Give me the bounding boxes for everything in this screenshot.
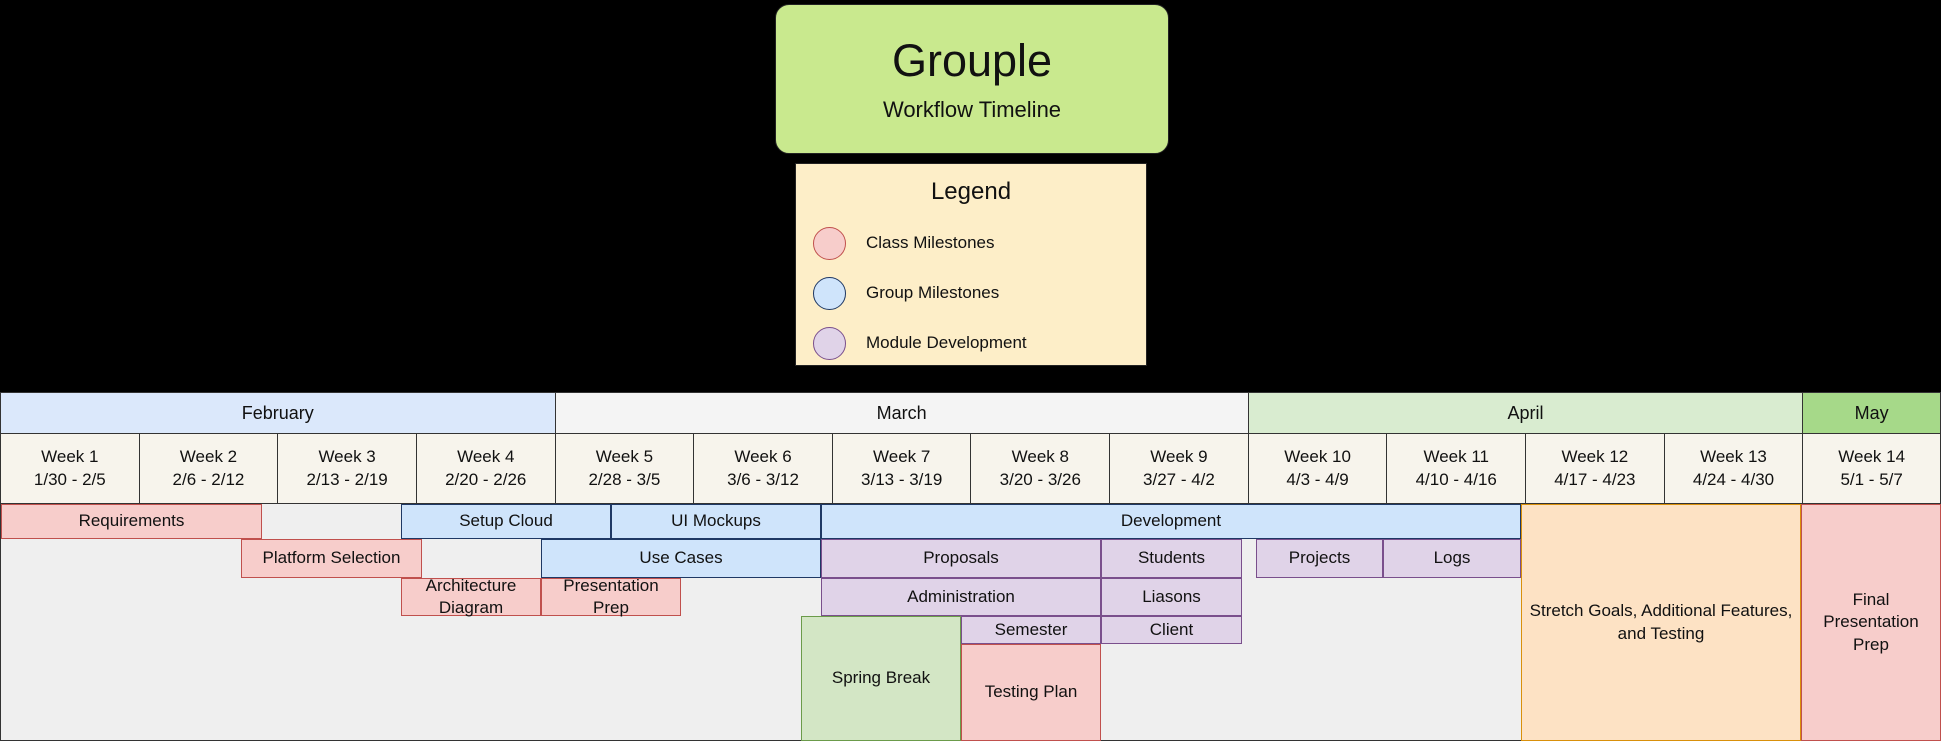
- week-date-range-label: 3/20 - 3/26: [999, 469, 1081, 489]
- week-date-range-label: 2/28 - 3/5: [588, 469, 661, 489]
- task-bar[interactable]: Client: [1101, 616, 1242, 644]
- week-number-label: Week 10: [1284, 446, 1351, 466]
- legend-item-label: Module Development: [866, 333, 1027, 352]
- week-number-label: Week 12: [1561, 446, 1629, 466]
- month-header-cell: February: [0, 392, 555, 434]
- week-header-cell[interactable]: Week 9 3/27 - 4/2: [1109, 434, 1248, 504]
- page-subtitle: Workflow Timeline: [882, 96, 1062, 122]
- task-bar[interactable]: Architecture Diagram: [401, 576, 541, 617]
- task-bar[interactable]: Students: [1101, 539, 1242, 578]
- week-number-label: Week 8: [1011, 446, 1069, 466]
- month-header-cell: March: [554, 392, 1248, 434]
- week-date-range-label: 3/13 - 3/19: [861, 469, 943, 489]
- task-bar[interactable]: Logs: [1383, 539, 1521, 578]
- task-bar[interactable]: Requirements: [1, 504, 262, 539]
- task-bar[interactable]: Semester: [961, 616, 1101, 644]
- task-bar[interactable]: Stretch Goals, Additional Features, and …: [1521, 504, 1801, 741]
- week-header-cell[interactable]: Week 3 2/13 - 2/19: [277, 434, 416, 504]
- legend-title: Legend: [930, 178, 1012, 205]
- week-number-label: Week 11: [1423, 446, 1489, 466]
- week-number-label: Week 4: [457, 446, 515, 466]
- week-header-cell[interactable]: Week 4 2/20 - 2/26: [415, 434, 555, 504]
- week-header-cell[interactable]: Week 7 3/13 - 3/19: [831, 434, 971, 504]
- week-date-range-label: 4/10 - 4/16: [1415, 469, 1497, 489]
- task-bar[interactable]: Use Cases: [541, 539, 821, 578]
- week-header-cell[interactable]: Week 10 4/3 - 4/9: [1247, 434, 1387, 504]
- week-number-label: Week 13: [1700, 446, 1767, 466]
- circle-icon: [813, 276, 846, 310]
- month-header-cell: April: [1247, 392, 1803, 434]
- month-header-cell: May: [1802, 392, 1941, 434]
- week-header-row: Week 1 1/30 - 2/5 Week 2 2/6 - 2/12 Week 3 2/…: [0, 434, 1941, 504]
- task-bar[interactable]: UI Mockups: [611, 504, 821, 539]
- week-header-cell[interactable]: Week 6 3/6 - 3/12: [693, 434, 832, 504]
- legend-item: Group Milestones: [796, 268, 1146, 318]
- week-number-label: Week 2: [179, 446, 238, 466]
- week-number-label: Week 7: [873, 446, 931, 466]
- week-date-range-label: 4/17 - 4/23: [1554, 469, 1636, 489]
- legend-item-label: Group Milestones: [866, 283, 1000, 302]
- week-number-label: Week 14: [1838, 446, 1906, 466]
- task-bar[interactable]: Liasons: [1101, 578, 1242, 616]
- week-number-label: Week 5: [595, 446, 654, 466]
- task-bar[interactable]: Presentation Prep: [541, 576, 681, 617]
- week-header-cell[interactable]: Week 2 2/6 - 2/12: [138, 434, 278, 504]
- week-date-range-label: 2/20 - 2/26: [445, 469, 527, 489]
- week-header-cell[interactable]: Week 14 5/1 - 5/7: [1802, 434, 1941, 504]
- page-title: Grouple: [891, 34, 1053, 86]
- task-bar[interactable]: Spring Break: [801, 616, 961, 741]
- circle-icon: [813, 326, 846, 360]
- week-header-cell[interactable]: Week 12 4/17 - 4/23: [1525, 434, 1664, 504]
- task-bar[interactable]: Development: [821, 504, 1521, 539]
- week-number-label: Week 9: [1150, 446, 1208, 466]
- week-date-range-label: 5/1 - 5/7: [1840, 469, 1903, 489]
- week-date-range-label: 3/6 - 3/12: [727, 469, 799, 489]
- week-date-range-label: 1/30 - 2/5: [33, 469, 106, 489]
- week-number-label: Week 6: [734, 446, 792, 466]
- week-date-range-label: 2/6 - 2/12: [172, 469, 245, 489]
- header-banner-area: Grouple Workflow Timeline Legend Class M…: [775, 4, 1169, 366]
- week-number-label: Week 3: [318, 446, 376, 466]
- task-bar[interactable]: Setup Cloud: [401, 504, 611, 539]
- task-bar[interactable]: Proposals: [821, 539, 1101, 578]
- circle-icon: [813, 226, 846, 260]
- week-date-range-label: 4/3 - 4/9: [1286, 469, 1349, 489]
- week-header-cell[interactable]: Week 1 1/30 - 2/5: [0, 434, 139, 504]
- week-header-cell[interactable]: Week 8 3/20 - 3/26: [970, 434, 1110, 504]
- legend-item-label: Class Milestones: [866, 233, 995, 252]
- week-header-cell[interactable]: Week 11 4/10 - 4/16: [1386, 434, 1526, 504]
- week-header-cell[interactable]: Week 13 4/24 - 4/30: [1663, 434, 1803, 504]
- legend-item: Class Milestones: [796, 218, 1146, 268]
- task-bar[interactable]: Final Presentation Prep: [1801, 504, 1941, 741]
- task-bar[interactable]: Testing Plan: [961, 644, 1101, 741]
- task-bar[interactable]: Projects: [1256, 539, 1383, 578]
- week-date-range-label: 4/24 - 4/30: [1692, 469, 1775, 489]
- week-date-range-label: 3/27 - 4/2: [1143, 469, 1215, 489]
- task-bar[interactable]: Administration: [821, 578, 1101, 616]
- task-bar[interactable]: Platform Selection: [241, 539, 422, 578]
- week-number-label: Week 1: [41, 446, 99, 466]
- title-card: Grouple Workflow Timeline: [775, 4, 1169, 154]
- legend-item: Module Development: [796, 318, 1146, 368]
- week-date-range-label: 2/13 - 2/19: [306, 469, 388, 489]
- week-header-cell[interactable]: Week 5 2/28 - 3/5: [554, 434, 694, 504]
